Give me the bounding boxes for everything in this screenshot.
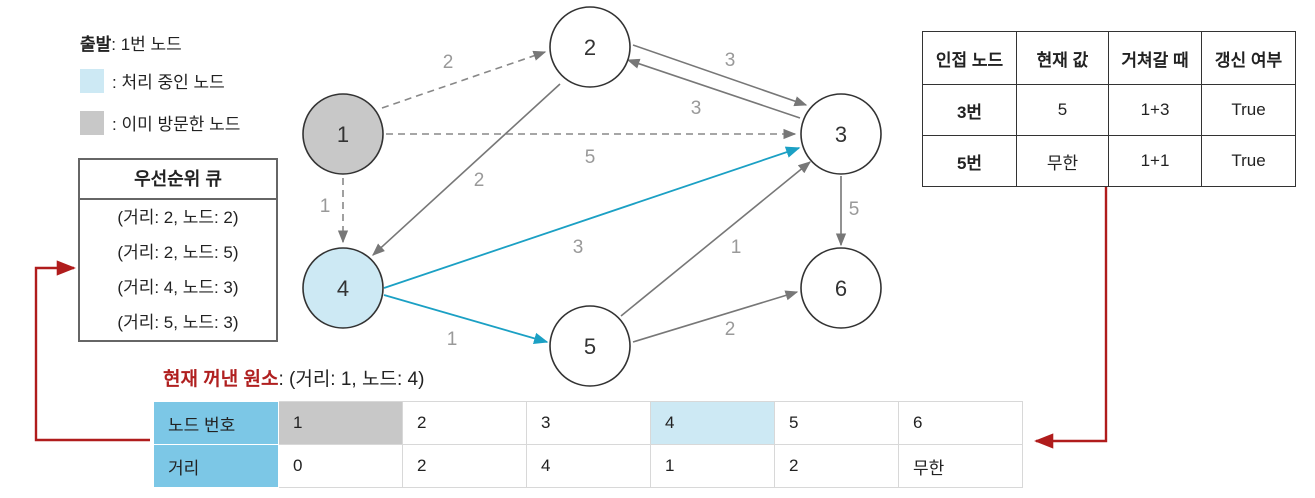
adjacency-header: 현재 값 xyxy=(1016,31,1109,85)
distance-cell: 2 xyxy=(774,444,899,488)
weight-5-6: 2 xyxy=(725,319,736,340)
node-5-label: 5 xyxy=(584,334,596,359)
priority-queue-title: 우선순위 큐 xyxy=(80,160,276,200)
node-number-cell: 6 xyxy=(898,401,1023,445)
legend-processing-label: : 처리 중인 노드 xyxy=(112,73,225,92)
node-number-cell: 1 xyxy=(278,401,403,445)
distance-cell: 4 xyxy=(526,444,651,488)
legend-start: 출발 : 1번 노드 xyxy=(80,30,182,55)
weight-1-3: 5 xyxy=(585,147,596,168)
node-number-cell: 5 xyxy=(774,401,899,445)
adjacency-header: 인접 노드 xyxy=(922,31,1017,85)
node-6-label: 6 xyxy=(835,276,847,301)
adjacency-table: 인접 노드 현재 값 거쳐갈 때 갱신 여부 3번 5 1+3 True 5번 … xyxy=(922,31,1296,187)
edge-4-5 xyxy=(383,294,549,344)
queue-item: (거리: 2, 노드: 5) xyxy=(117,243,239,262)
connector-adj-to-table xyxy=(1034,187,1108,449)
adjacency-cell: 1+1 xyxy=(1108,135,1202,187)
node-number-cell: 4 xyxy=(650,401,775,445)
node-number-cell: 2 xyxy=(402,401,527,445)
queue-item: (거리: 5, 노드: 3) xyxy=(117,313,239,332)
node-2-circle xyxy=(549,6,631,88)
distance-cell: 무한 xyxy=(898,444,1023,488)
distance-cell: 1 xyxy=(650,444,775,488)
weight-5-3: 1 xyxy=(731,237,742,258)
legend-visited: : 이미 방문한 노드 xyxy=(80,110,240,135)
adjacency-cell: 3번 xyxy=(922,84,1017,136)
edge-2-4 xyxy=(372,83,561,256)
weight-3-6: 5 xyxy=(849,199,860,220)
queue-item: (거리: 2, 노드: 2) xyxy=(117,208,239,227)
distance-header: 거리 xyxy=(153,444,279,488)
current-popped: 현재 꺼낸 원소: (거리: 1, 노드: 4) xyxy=(163,364,424,391)
distance-value-row: 거리 0 2 4 1 2 무한 xyxy=(153,444,1023,488)
adjacency-cell: 5 xyxy=(1016,84,1109,136)
adjacency-header-row: 인접 노드 현재 값 거쳐갈 때 갱신 여부 xyxy=(922,31,1296,85)
adjacency-header: 갱신 여부 xyxy=(1201,31,1296,85)
processing-swatch xyxy=(80,68,104,93)
adjacency-cell: True xyxy=(1201,135,1296,187)
edge-4-3 xyxy=(383,146,801,289)
node-3-label: 3 xyxy=(835,122,847,147)
node-4-label: 4 xyxy=(337,276,349,301)
node-4-circle xyxy=(302,247,384,329)
edge-2-3 xyxy=(632,44,808,107)
weight-2-4: 2 xyxy=(474,170,485,191)
distance-node-row: 노드 번호 1 2 3 4 5 6 xyxy=(153,401,1023,445)
distance-cell: 0 xyxy=(278,444,403,488)
node-5-circle xyxy=(549,305,631,387)
node-2-label: 2 xyxy=(584,35,596,60)
adjacency-cell: 1+3 xyxy=(1108,84,1202,136)
adjacency-header: 거쳐갈 때 xyxy=(1108,31,1202,85)
visited-swatch xyxy=(80,110,104,135)
edge-1-2 xyxy=(381,50,547,109)
node-number-header: 노드 번호 xyxy=(153,401,279,445)
node-3-circle xyxy=(800,93,882,175)
legend-processing: : 처리 중인 노드 xyxy=(80,68,225,93)
legend-start-label: 출발 xyxy=(80,35,112,54)
weight-1-4: 1 xyxy=(320,196,331,217)
edge-5-6 xyxy=(632,290,799,343)
priority-queue: 우선순위 큐 (거리: 2, 노드: 2) (거리: 2, 노드: 5) (거리… xyxy=(78,158,278,342)
queue-item: (거리: 4, 노드: 3) xyxy=(117,278,239,297)
distance-cell: 2 xyxy=(402,444,527,488)
weight-2-3: 3 xyxy=(725,50,736,71)
adjacency-row: 3번 5 1+3 True xyxy=(922,84,1296,136)
weight-3-2: 3 xyxy=(691,98,702,119)
adjacency-row: 5번 무한 1+1 True xyxy=(922,135,1296,187)
connector-table-to-queue xyxy=(34,260,150,442)
legend-start-value: : 1번 노드 xyxy=(111,35,182,54)
node-1-label: 1 xyxy=(337,122,349,147)
node-6-circle xyxy=(800,247,882,329)
adjacency-cell: 무한 xyxy=(1016,135,1109,187)
edge-3-2 xyxy=(626,58,801,119)
node-number-cell: 3 xyxy=(526,401,651,445)
current-popped-value: : (거리: 1, 노드: 4) xyxy=(278,369,425,390)
distance-table: 노드 번호 1 2 3 4 5 6 거리 0 2 4 1 2 무한 xyxy=(153,401,1023,488)
adjacency-cell: True xyxy=(1201,84,1296,136)
current-popped-label: 현재 꺼낸 원소 xyxy=(163,369,279,390)
weight-1-2: 2 xyxy=(443,52,454,73)
weight-4-3: 3 xyxy=(573,237,584,258)
edge-5-3 xyxy=(620,161,811,317)
legend-visited-label: : 이미 방문한 노드 xyxy=(112,115,241,134)
adjacency-cell: 5번 xyxy=(922,135,1017,187)
weight-4-5: 1 xyxy=(447,329,458,350)
node-1-circle xyxy=(302,93,384,175)
